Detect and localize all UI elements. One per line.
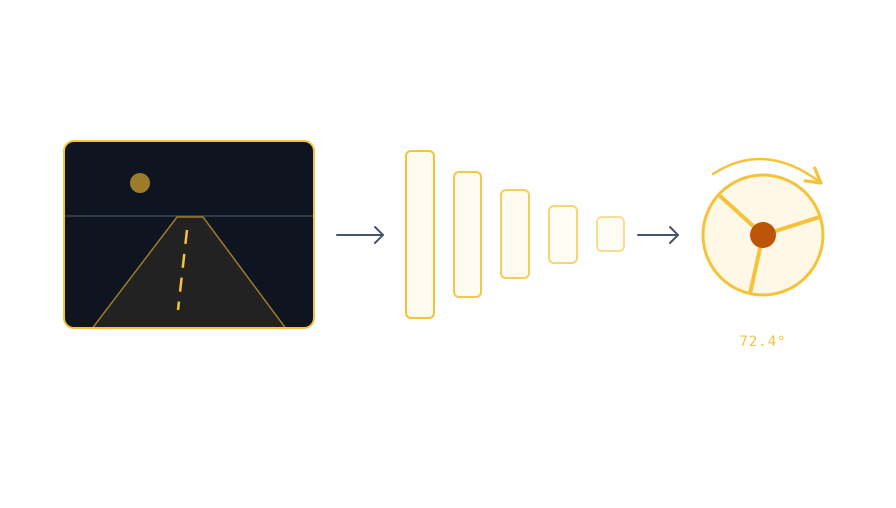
road-center-line: [176, 229, 189, 311]
neural-network-layers-icon: [405, 150, 625, 319]
rotation-arrow-icon: [711, 157, 823, 185]
road-scene-icon: [63, 140, 315, 329]
network-layer-4: [548, 205, 578, 264]
steering-wheel-icon: [701, 157, 825, 297]
sun-icon: [130, 173, 150, 193]
road-surface: [89, 216, 289, 328]
wheel-hub: [750, 222, 776, 248]
network-layer-2: [453, 171, 482, 298]
network-layer-5: [596, 216, 625, 252]
arrow-network-to-output: [637, 226, 679, 244]
scene-frame: [63, 140, 315, 329]
steering-angle-readout: 72.4°: [739, 334, 787, 350]
network-layer-3: [500, 189, 530, 279]
network-layer-1: [405, 150, 435, 319]
arrow-input-to-network: [336, 226, 384, 244]
